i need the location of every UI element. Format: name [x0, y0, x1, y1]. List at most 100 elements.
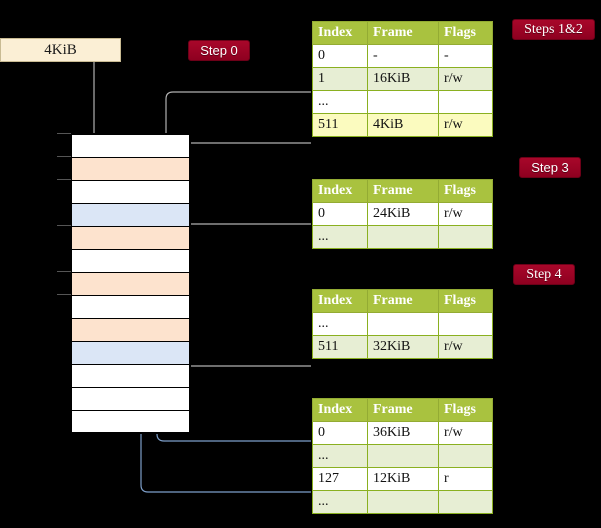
cell-frame: 12KiB — [367, 467, 439, 491]
table-row: 0-- — [312, 44, 493, 68]
table-row: ... — [312, 490, 493, 514]
cell-index: ... — [312, 444, 368, 468]
cell-flags — [438, 490, 493, 514]
cell-index: 0 — [312, 44, 368, 68]
cell-index: 1 — [312, 67, 368, 91]
memory-row — [71, 180, 190, 203]
cell-frame — [367, 444, 439, 468]
memory-row — [71, 341, 190, 364]
cell-flags: - — [438, 44, 493, 68]
cell-flags — [438, 90, 493, 114]
cell-frame — [367, 225, 439, 249]
badge-steps-1-2-label: Steps 1&2 — [524, 21, 583, 37]
cell-index: 511 — [312, 335, 368, 359]
cell-flags: r/w — [438, 67, 493, 91]
memory-row — [71, 157, 190, 180]
cell-flags: r/w — [438, 335, 493, 359]
column-header-frame: Frame — [367, 179, 439, 203]
cell-flags — [438, 444, 493, 468]
cell-index: 127 — [312, 467, 368, 491]
memory-tick — [57, 271, 71, 272]
badge-step-3: Step 3 — [519, 157, 581, 178]
cell-index: ... — [312, 490, 368, 514]
table-row: ... — [312, 90, 493, 114]
cell-frame: 32KiB — [367, 335, 439, 359]
table-row: ... — [312, 312, 493, 336]
memory-row — [71, 203, 190, 226]
memory-row — [71, 226, 190, 249]
column-header-frame: Frame — [367, 398, 439, 422]
memory-tick — [57, 225, 71, 226]
cell-frame — [367, 490, 439, 514]
memory-row — [71, 410, 190, 433]
column-header-frame: Frame — [367, 21, 439, 45]
badge-step-0-label: Step 0 — [200, 43, 238, 58]
column-header-index: Index — [312, 398, 368, 422]
cell-index: 0 — [312, 421, 368, 445]
source-frame-label: 4KiB — [44, 41, 77, 58]
column-header-index: Index — [312, 289, 368, 313]
memory-row — [71, 387, 190, 410]
column-header-frame: Frame — [367, 289, 439, 313]
column-header-index: Index — [312, 21, 368, 45]
memory-row — [71, 364, 190, 387]
cell-index: ... — [312, 225, 368, 249]
cell-index: ... — [312, 90, 368, 114]
memory-row — [71, 295, 190, 318]
source-frame-box: 4KiB — [0, 38, 121, 62]
badge-steps-1-2: Steps 1&2 — [512, 19, 595, 40]
column-header-flags: Flags — [438, 21, 493, 45]
column-header-flags: Flags — [438, 398, 493, 422]
cell-index: 0 — [312, 202, 368, 226]
cell-flags — [438, 312, 493, 336]
cell-frame: 4KiB — [367, 113, 439, 137]
cell-frame: - — [367, 44, 439, 68]
column-header-flags: Flags — [438, 179, 493, 203]
cell-frame: 24KiB — [367, 202, 439, 226]
cell-flags: r/w — [438, 202, 493, 226]
cell-frame — [367, 312, 439, 336]
cell-frame: 36KiB — [367, 421, 439, 445]
badge-step-4: Step 4 — [513, 264, 575, 285]
column-header-flags: Flags — [438, 289, 493, 313]
cell-frame — [367, 90, 439, 114]
cell-flags: r/w — [438, 421, 493, 445]
memory-row — [71, 272, 190, 295]
wire-table1-row511-to-memory — [178, 142, 311, 259]
badge-step-3-label: Step 3 — [531, 160, 569, 175]
badge-step-4-label: Step 4 — [526, 266, 562, 282]
memory-tick — [57, 179, 71, 180]
badge-step-0: Step 0 — [188, 40, 250, 61]
cell-index: 511 — [312, 113, 368, 137]
column-header-index: Index — [312, 179, 368, 203]
memory-tick — [57, 133, 71, 134]
memory-row — [71, 249, 190, 272]
memory-row — [71, 318, 190, 341]
memory-tick — [57, 156, 71, 157]
cell-flags — [438, 225, 493, 249]
cell-flags: r/w — [438, 113, 493, 137]
cell-frame: 16KiB — [367, 67, 439, 91]
physical-memory-column — [70, 133, 191, 434]
cell-flags: r — [438, 467, 493, 491]
table-row: ... — [312, 225, 493, 249]
cell-index: ... — [312, 312, 368, 336]
memory-tick — [57, 294, 71, 295]
memory-row — [71, 134, 190, 157]
wire-table3-row511-to-memory — [178, 307, 311, 367]
